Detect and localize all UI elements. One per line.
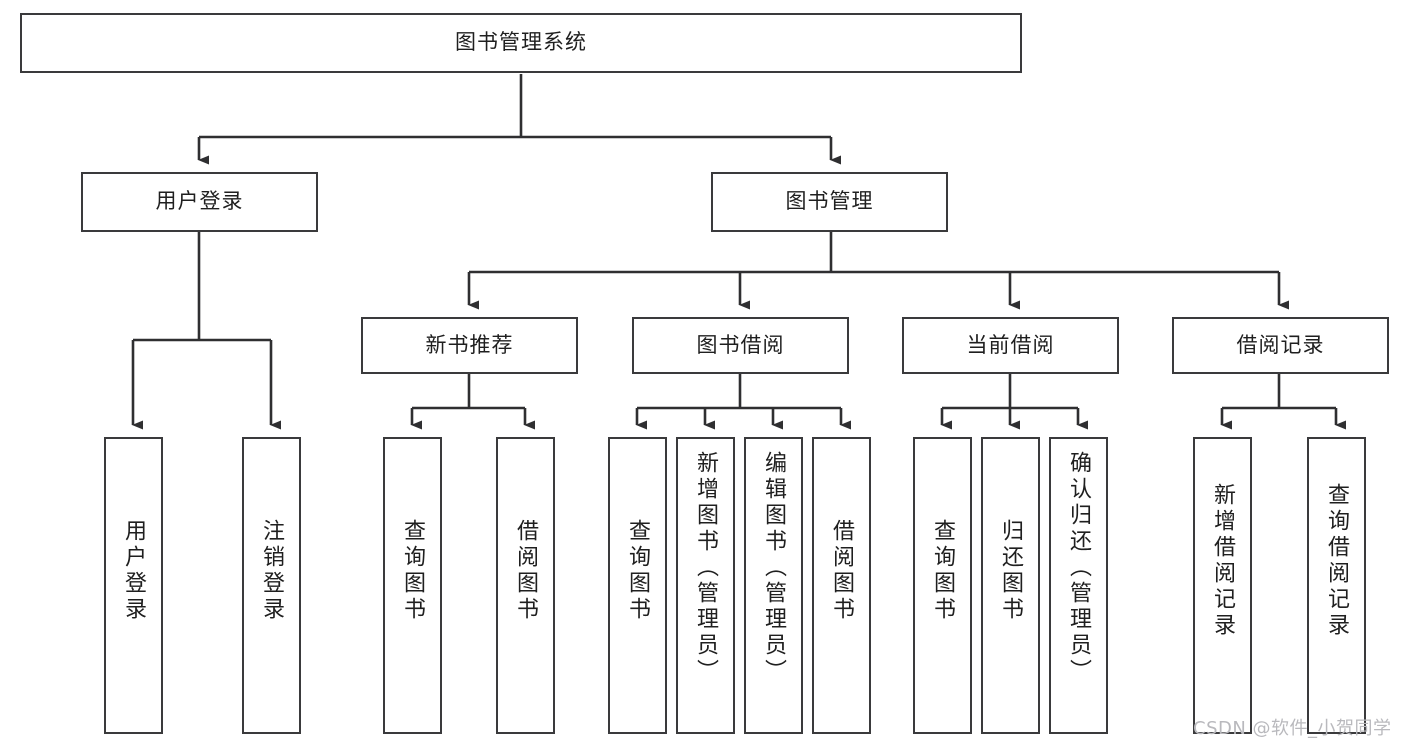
leaf-query-book-current[interactable]: 查询图书	[913, 437, 972, 734]
node-label: 借阅记录	[1236, 332, 1325, 357]
node-borrowing-record[interactable]: 借阅记录	[1172, 317, 1389, 374]
node-label: 新增借阅记录	[1210, 483, 1236, 639]
node-current-borrowing[interactable]: 当前借阅	[902, 317, 1119, 374]
node-label: 用户登录	[121, 519, 147, 623]
node-label: 图书管理系统	[455, 30, 587, 55]
leaf-query-book-borrowing[interactable]: 查询图书	[608, 437, 667, 734]
node-label: 用户登录	[155, 189, 244, 214]
node-label: 新书推荐	[425, 332, 514, 357]
node-label: 当前借阅	[966, 332, 1055, 357]
leaf-query-book-recommendation[interactable]: 查询图书	[383, 437, 442, 734]
node-book-borrowing[interactable]: 图书借阅	[632, 317, 849, 374]
leaf-query-borrowing-record[interactable]: 查询借阅记录	[1307, 437, 1366, 734]
node-label: 图书管理	[785, 189, 874, 214]
node-new-book-recommendation[interactable]: 新书推荐	[361, 317, 578, 374]
node-label: 查询借阅记录	[1324, 483, 1350, 639]
node-user-login[interactable]: 用户登录	[81, 172, 318, 232]
node-root-book-management-system[interactable]: 图书管理系统	[20, 13, 1022, 73]
node-label: 图书借阅	[696, 332, 785, 357]
node-label: 注销登录	[259, 519, 285, 623]
node-label: 借阅图书	[829, 519, 855, 623]
leaf-return-book[interactable]: 归还图书	[981, 437, 1040, 734]
node-label: 新增图书（管理员）	[693, 451, 719, 685]
leaf-confirm-return-admin[interactable]: 确认归还（管理员）	[1049, 437, 1108, 734]
node-label: 归还图书	[998, 519, 1024, 623]
node-label: 编辑图书（管理员）	[761, 451, 787, 685]
node-label: 确认归还（管理员）	[1066, 451, 1092, 685]
leaf-borrow-book-recommendation[interactable]: 借阅图书	[496, 437, 555, 734]
node-book-management[interactable]: 图书管理	[711, 172, 948, 232]
leaf-edit-book-admin[interactable]: 编辑图书（管理员）	[744, 437, 803, 734]
node-label: 查询图书	[930, 519, 956, 623]
node-label: 查询图书	[625, 519, 651, 623]
leaf-add-borrowing-record[interactable]: 新增借阅记录	[1193, 437, 1252, 734]
leaf-logout[interactable]: 注销登录	[242, 437, 301, 734]
leaf-borrow-book[interactable]: 借阅图书	[812, 437, 871, 734]
leaf-user-login[interactable]: 用户登录	[104, 437, 163, 734]
node-label: 查询图书	[400, 519, 426, 623]
node-label: 借阅图书	[513, 519, 539, 623]
leaf-add-book-admin[interactable]: 新增图书（管理员）	[676, 437, 735, 734]
